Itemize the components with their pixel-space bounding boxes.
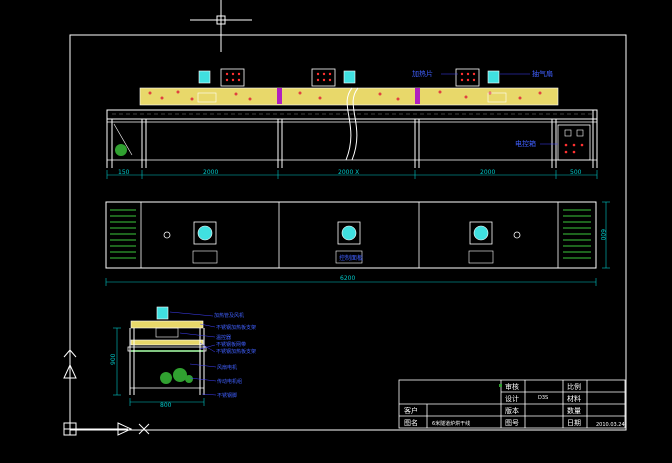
tb-label-part-no: 图号 (505, 419, 519, 427)
tb-date-value: 2010.03.24 (596, 422, 625, 428)
tb-label-date: 日期 (567, 419, 581, 427)
dim-label-4: 2000 (480, 169, 495, 176)
tb-label-ratio: 比例 (567, 382, 581, 391)
plan-center-label: 控制面板 (339, 254, 363, 262)
tb-label-version: 版本 (505, 406, 519, 415)
callout-exhaust-fan: 抽气扇 (532, 69, 553, 78)
tb-label-drafter: 审核 (505, 382, 519, 391)
side-width-dim: 800 (160, 402, 172, 409)
dim-label-5: 500 (570, 169, 582, 176)
callout-heater: 加热片 (412, 69, 433, 78)
dim-label-1: 150 (118, 169, 130, 176)
side-callout-5: 不锈钢加热板支架 (216, 348, 256, 355)
dim-label-3: 2000 X (338, 169, 359, 176)
plan-view (105, 201, 597, 269)
crosshair-cursor-icon (190, 0, 252, 52)
elevation-dimension-line (106, 170, 598, 179)
tb-label-customer: 客户 (404, 406, 418, 415)
dim-label-2: 2000 (203, 169, 218, 176)
tb-label-quantity: 数量 (567, 406, 581, 415)
side-callout-7: 传动电机组 (217, 378, 242, 385)
plan-length-dim: 6200 (340, 275, 355, 282)
tb-drawing-name: 6米隧道炉烘干线 (432, 420, 470, 427)
drawing-frame (69, 34, 627, 431)
side-height-dim: 900 (110, 353, 117, 365)
tb-label-material: 材料 (567, 394, 581, 403)
side-callout-4: 不锈钢板网带 (216, 341, 246, 348)
side-callout-1: 加热管及风机 (214, 312, 244, 319)
side-callout-8: 不锈钢脚 (217, 392, 237, 399)
callout-control-box: 电控箱 (515, 139, 536, 148)
plan-height-dim: 600 (599, 229, 606, 241)
tb-label-name: 图名 (404, 418, 418, 427)
side-callout-3: 温控器 (216, 334, 231, 341)
side-callout-6: 风扇电机 (217, 364, 237, 371)
ucs-icon (63, 349, 150, 436)
tb-design-code: D3S (538, 395, 548, 401)
side-callout-2: 不锈钢加热板支架 (216, 324, 256, 331)
elevation-view (106, 68, 598, 168)
title-block (398, 379, 626, 429)
side-view (127, 306, 207, 395)
tb-label-designer: 设计 (505, 394, 519, 403)
